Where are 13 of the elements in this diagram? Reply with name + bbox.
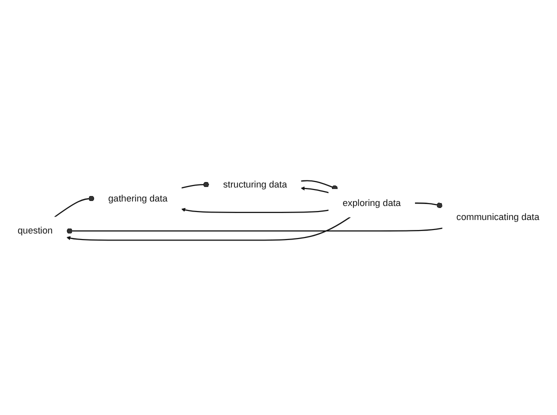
arrow bbox=[66, 216, 351, 240]
arrow bbox=[300, 186, 329, 193]
node-text: gathering data bbox=[108, 193, 168, 204]
connector bbox=[300, 180, 338, 191]
connector bbox=[181, 182, 210, 188]
node-text: exploring data bbox=[342, 198, 401, 208]
connector bbox=[414, 202, 443, 208]
node-text: question bbox=[18, 226, 53, 236]
node-text: structuring data bbox=[223, 179, 288, 190]
arrow bbox=[181, 208, 329, 213]
connector bbox=[66, 227, 443, 234]
connector bbox=[54, 195, 94, 218]
node-text: communicating data bbox=[456, 212, 540, 222]
